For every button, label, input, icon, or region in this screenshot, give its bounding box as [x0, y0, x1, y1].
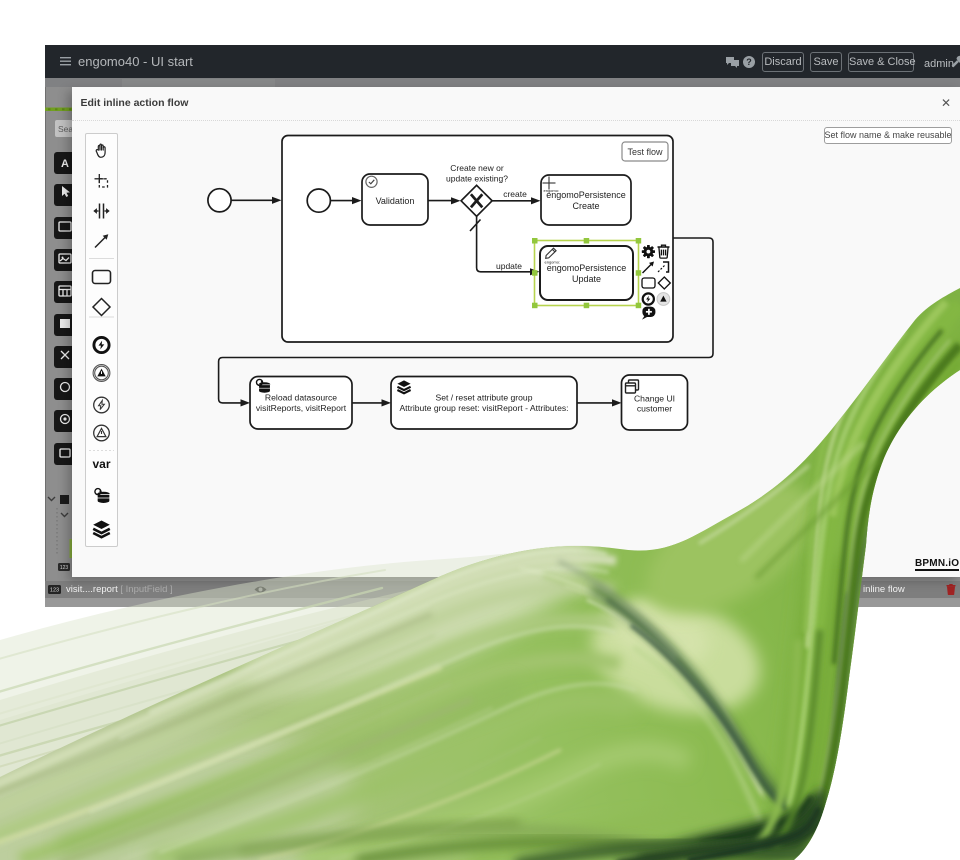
- svg-text:var: var: [92, 457, 110, 471]
- svg-text:Sea: Sea: [58, 124, 73, 134]
- svg-text:?: ?: [746, 57, 752, 67]
- svg-text:A: A: [61, 158, 69, 170]
- svg-text:123: 123: [50, 588, 59, 594]
- svg-text:123: 123: [60, 565, 69, 571]
